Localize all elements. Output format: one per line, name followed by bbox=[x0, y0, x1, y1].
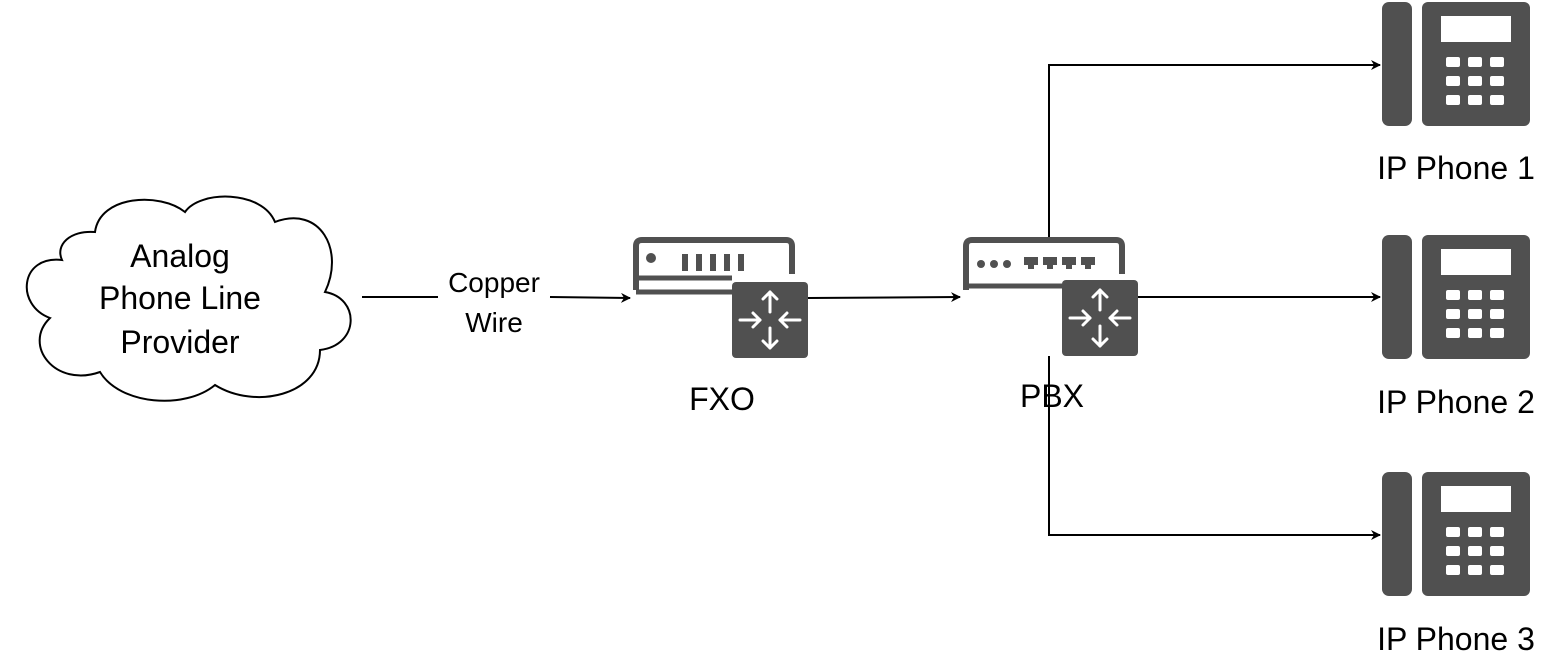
cloud-label-line-3: Provider bbox=[120, 324, 240, 360]
ip-phone-2-label: IP Phone 2 bbox=[1377, 384, 1535, 420]
pbx-label: PBX bbox=[1020, 378, 1084, 414]
fxo-to-pbx-edge bbox=[807, 292, 961, 303]
ip-phone-icon bbox=[1382, 2, 1530, 126]
ip-phone-2-node: IP Phone 2 bbox=[1377, 235, 1535, 420]
copper-wire-edge: Copper Wire bbox=[362, 267, 631, 338]
pbx-to-phone-1-edge bbox=[1048, 60, 1381, 240]
fxo-node: FXO bbox=[633, 237, 810, 417]
gateway-router-icon bbox=[633, 237, 810, 360]
switch-router-icon bbox=[963, 237, 1140, 358]
ip-phone-icon bbox=[1382, 472, 1530, 596]
cloud-label-line-2: Phone Line bbox=[99, 280, 261, 316]
pbx-to-phone-3-edge bbox=[1048, 356, 1381, 540]
ip-phone-icon bbox=[1382, 235, 1530, 359]
fxo-label: FXO bbox=[689, 381, 755, 417]
analog-provider-cloud: Analog Phone Line Provider bbox=[25, 195, 352, 402]
ip-phone-3-node: IP Phone 3 bbox=[1377, 472, 1535, 657]
ip-phone-3-label: IP Phone 3 bbox=[1377, 621, 1535, 657]
copper-wire-line-right bbox=[549, 292, 631, 303]
pbx-node: PBX bbox=[963, 237, 1140, 414]
copper-wire-label-line-2: Wire bbox=[465, 307, 523, 338]
copper-wire-label-line-1: Copper bbox=[448, 267, 540, 298]
ip-phone-1-label: IP Phone 1 bbox=[1377, 150, 1535, 186]
ip-phone-1-node: IP Phone 1 bbox=[1377, 2, 1535, 186]
cloud-icon bbox=[25, 195, 352, 402]
cloud-label-line-1: Analog bbox=[130, 238, 230, 274]
